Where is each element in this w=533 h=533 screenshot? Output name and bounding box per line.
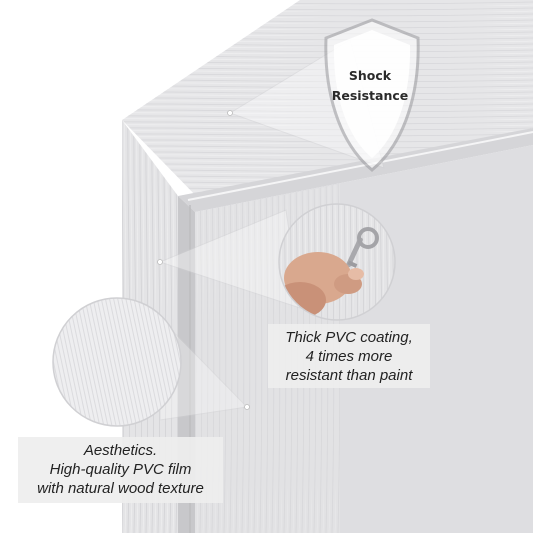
badge-line-1: Shock [348, 68, 392, 83]
wood-texture-magnifier [52, 297, 182, 427]
aesthetics-caption: Aesthetics. High-quality PVC film with n… [18, 437, 223, 503]
key-icon [346, 227, 379, 268]
coating-line-1: Thick PVC coating, [285, 329, 413, 346]
aesthetics-line-1: Aesthetics. [83, 442, 158, 459]
badge-line-2: Resistance [331, 88, 409, 103]
shock-resistance-badge: Shock Resistance [330, 66, 410, 106]
shield-icon [324, 18, 420, 172]
coating-line-3: resistant than paint [285, 367, 413, 384]
aesthetics-line-2: High-quality PVC film [49, 461, 192, 478]
coating-line-2: 4 times more [305, 348, 393, 365]
key-demo-magnifier [278, 203, 396, 321]
aesthetics-line-3: with natural wood texture [37, 480, 204, 497]
coating-caption: Thick PVC coating, 4 times more resistan… [268, 324, 430, 388]
hand-icon [279, 252, 364, 318]
